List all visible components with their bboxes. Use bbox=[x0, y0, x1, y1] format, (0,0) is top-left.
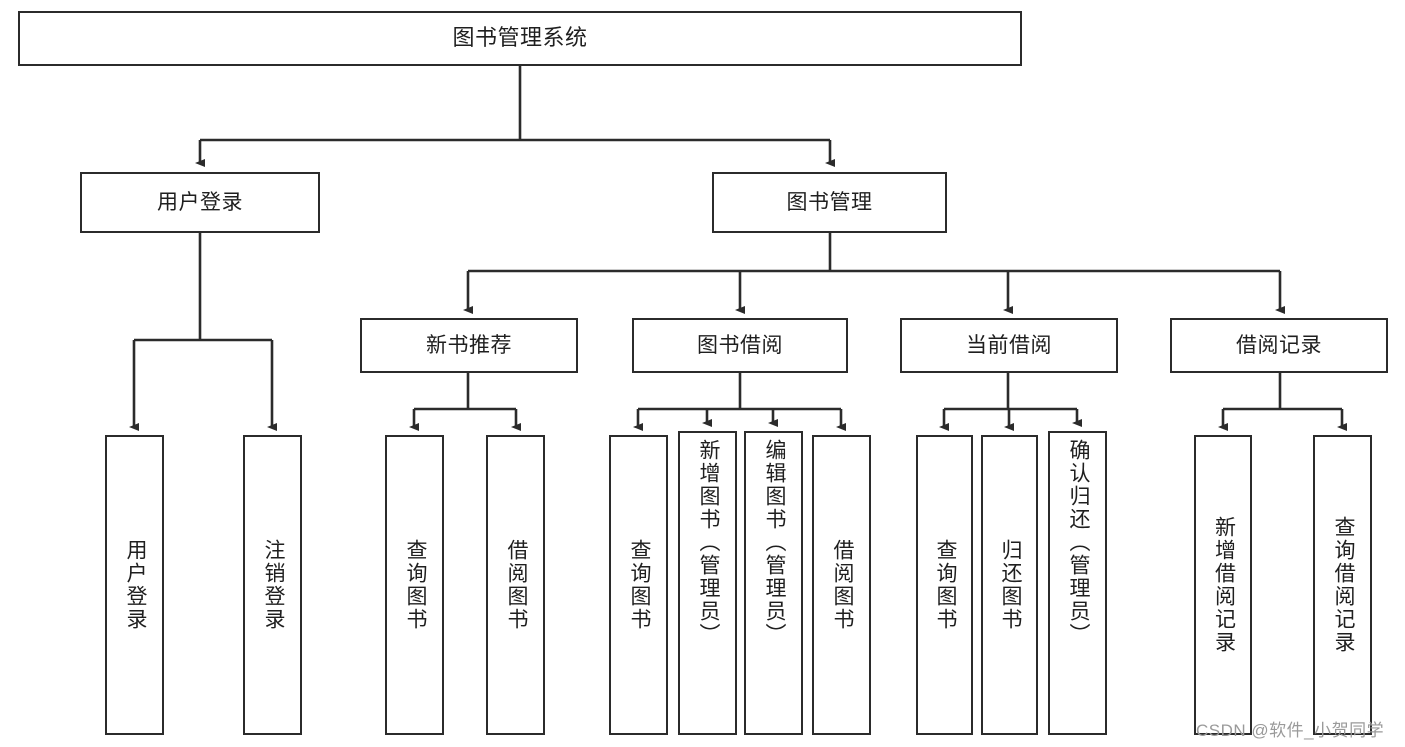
node-leaf-query-book-3-label: 查询图书 bbox=[933, 539, 957, 631]
node-leaf-query-book-2[interactable]: 查询图书 bbox=[609, 435, 668, 735]
node-leaf-query-borrow-record-label: 查询借阅记录 bbox=[1331, 516, 1355, 654]
node-leaf-add-book-admin[interactable]: 新增图书（管理员） bbox=[678, 431, 737, 735]
node-leaf-confirm-return-admin[interactable]: 确认归还（管理员） bbox=[1048, 431, 1107, 735]
node-book-management-label: 图书管理 bbox=[786, 190, 873, 214]
node-leaf-add-borrow-record[interactable]: 新增借阅记录 bbox=[1194, 435, 1252, 735]
node-leaf-edit-book-admin[interactable]: 编辑图书（管理员） bbox=[744, 431, 803, 735]
node-leaf-user-login[interactable]: 用户登录 bbox=[105, 435, 164, 735]
node-current-borrow[interactable]: 当前借阅 bbox=[900, 318, 1118, 373]
node-leaf-borrow-book-2-label: 借阅图书 bbox=[830, 539, 854, 631]
node-leaf-user-login-label: 用户登录 bbox=[123, 539, 147, 631]
node-leaf-return-book-label: 归还图书 bbox=[998, 539, 1022, 631]
node-leaf-return-book[interactable]: 归还图书 bbox=[981, 435, 1038, 735]
node-leaf-user-logout[interactable]: 注销登录 bbox=[243, 435, 302, 735]
node-root-label: 图书管理系统 bbox=[452, 25, 588, 51]
node-root[interactable]: 图书管理系统 bbox=[18, 11, 1022, 66]
node-leaf-add-borrow-record-label: 新增借阅记录 bbox=[1212, 516, 1236, 654]
node-book-borrow[interactable]: 图书借阅 bbox=[632, 318, 848, 373]
node-leaf-query-book-2-label: 查询图书 bbox=[627, 539, 651, 631]
node-leaf-add-book-admin-label: 新增图书（管理员） bbox=[696, 439, 720, 646]
csdn-watermark: CSDN @软件_小贺同学 bbox=[1196, 721, 1385, 740]
node-leaf-query-book-1[interactable]: 查询图书 bbox=[385, 435, 444, 735]
node-user-login[interactable]: 用户登录 bbox=[80, 172, 320, 233]
node-leaf-query-borrow-record[interactable]: 查询借阅记录 bbox=[1313, 435, 1372, 735]
node-book-management[interactable]: 图书管理 bbox=[712, 172, 947, 233]
node-new-book-recommend[interactable]: 新书推荐 bbox=[360, 318, 578, 373]
node-leaf-confirm-return-admin-label: 确认归还（管理员） bbox=[1066, 439, 1090, 646]
node-leaf-edit-book-admin-label: 编辑图书（管理员） bbox=[762, 439, 786, 646]
node-leaf-borrow-book-2[interactable]: 借阅图书 bbox=[812, 435, 871, 735]
node-leaf-query-book-1-label: 查询图书 bbox=[403, 539, 427, 631]
node-leaf-borrow-book-1[interactable]: 借阅图书 bbox=[486, 435, 545, 735]
node-new-book-recommend-label: 新书推荐 bbox=[426, 333, 512, 357]
node-leaf-query-book-3[interactable]: 查询图书 bbox=[916, 435, 973, 735]
node-current-borrow-label: 当前借阅 bbox=[966, 333, 1052, 357]
node-borrow-record-label: 借阅记录 bbox=[1236, 333, 1322, 357]
node-user-login-label: 用户登录 bbox=[157, 190, 243, 214]
node-borrow-record[interactable]: 借阅记录 bbox=[1170, 318, 1388, 373]
node-leaf-borrow-book-1-label: 借阅图书 bbox=[504, 539, 528, 631]
node-leaf-user-logout-label: 注销登录 bbox=[261, 539, 285, 631]
node-book-borrow-label: 图书借阅 bbox=[697, 333, 783, 357]
